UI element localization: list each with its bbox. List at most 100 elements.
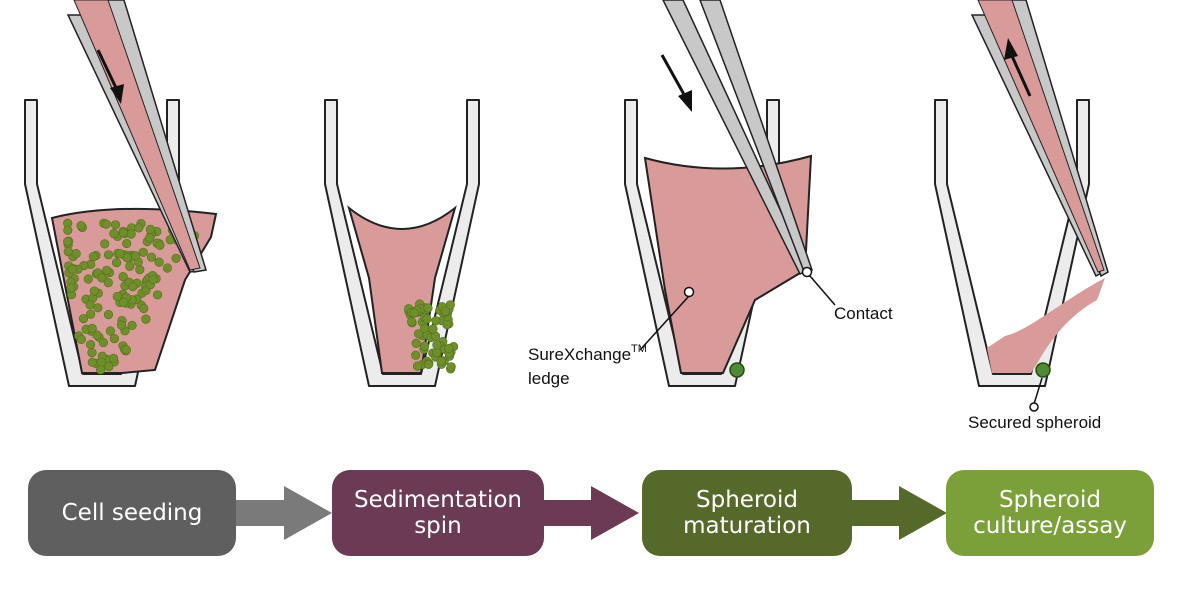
contact-label: Contact (834, 304, 893, 323)
cell (411, 338, 421, 348)
cell (145, 224, 155, 234)
cell (108, 353, 119, 363)
cell (127, 320, 137, 330)
cell (95, 365, 106, 375)
residual-medium (987, 278, 1105, 373)
cell (126, 229, 136, 239)
step-spheroid-maturation: Spheroid maturation (642, 470, 852, 556)
cell (413, 329, 424, 339)
pipette-cell-seeding (66, 0, 207, 273)
cell (119, 297, 129, 307)
step-spheroid-culture-assay: Spheroid culture/assay (946, 470, 1154, 556)
pipette-spheroid-maturation (660, 0, 813, 276)
trademark-mark: TM (631, 343, 647, 355)
cell (103, 250, 114, 260)
cell (85, 300, 95, 310)
cell (125, 261, 135, 271)
cell (432, 340, 442, 350)
step-sedimentation-spin: Sedimentation spin (332, 470, 544, 556)
cell (423, 303, 433, 313)
cell (122, 238, 132, 249)
cell (135, 265, 145, 275)
cell (138, 247, 148, 257)
cell (78, 314, 89, 324)
medium (347, 205, 457, 374)
cell (103, 310, 114, 320)
cell (105, 326, 115, 336)
cell (66, 283, 76, 293)
cell-pellet (404, 299, 459, 374)
cell (419, 341, 430, 351)
cell (76, 334, 87, 344)
cell (155, 240, 165, 250)
cell (87, 357, 97, 367)
cell (109, 229, 119, 239)
cell (112, 291, 122, 302)
cell (103, 278, 113, 288)
cell (88, 252, 98, 262)
cell (121, 345, 131, 355)
ledge-marker (683, 286, 695, 298)
pipette-spheroid-culture (970, 0, 1109, 278)
cell (146, 252, 157, 262)
spheroid (729, 362, 745, 378)
cell (104, 362, 114, 372)
cell (111, 258, 122, 268)
cell (442, 320, 452, 330)
contact-marker (801, 266, 813, 278)
cell (411, 350, 421, 360)
cell (171, 253, 181, 263)
ledge-label-line2: ledge (528, 369, 570, 388)
secured-spheroid-label: Secured spheroid (968, 413, 1101, 432)
flow-arrow-2 (541, 486, 639, 540)
cell (436, 356, 446, 366)
suspended-cells (63, 218, 200, 375)
cell (422, 314, 432, 324)
cell (102, 265, 112, 275)
cell (87, 323, 97, 333)
cell (130, 251, 141, 261)
cell (153, 290, 163, 300)
cell (100, 239, 110, 249)
cell (128, 282, 138, 292)
cell (440, 306, 450, 316)
cell (101, 219, 111, 229)
cell (85, 309, 96, 319)
cell (93, 303, 103, 313)
cell (428, 324, 438, 334)
cell (423, 359, 434, 370)
flow-arrow-1 (234, 486, 332, 540)
cell (63, 247, 73, 257)
cell (116, 320, 127, 330)
cell (162, 263, 172, 273)
spheroid (1035, 362, 1051, 378)
cell (431, 316, 441, 326)
cell (67, 264, 78, 274)
contact-pointer (809, 275, 836, 306)
cell (83, 274, 93, 284)
cell (141, 314, 151, 324)
secured-pointer (1033, 377, 1043, 405)
cell (118, 228, 128, 238)
cell (419, 323, 430, 333)
step-cell-seeding: Cell seeding (28, 470, 236, 556)
cell (115, 249, 125, 259)
cell (412, 361, 423, 371)
cell (110, 220, 121, 230)
cell (71, 249, 81, 259)
well-spheroid-maturation (624, 99, 813, 387)
cell (409, 308, 419, 318)
cell (85, 340, 96, 350)
ledge-label: SureXchangeTM (528, 343, 647, 364)
cell (134, 223, 144, 233)
well-sedimentation-spin (324, 99, 480, 387)
cell (109, 334, 119, 344)
cell (97, 273, 107, 283)
ledge-pointer (639, 295, 690, 351)
cell (118, 272, 128, 282)
cell (154, 257, 164, 267)
cell (445, 300, 455, 310)
cell (145, 233, 155, 243)
cell (139, 303, 149, 314)
